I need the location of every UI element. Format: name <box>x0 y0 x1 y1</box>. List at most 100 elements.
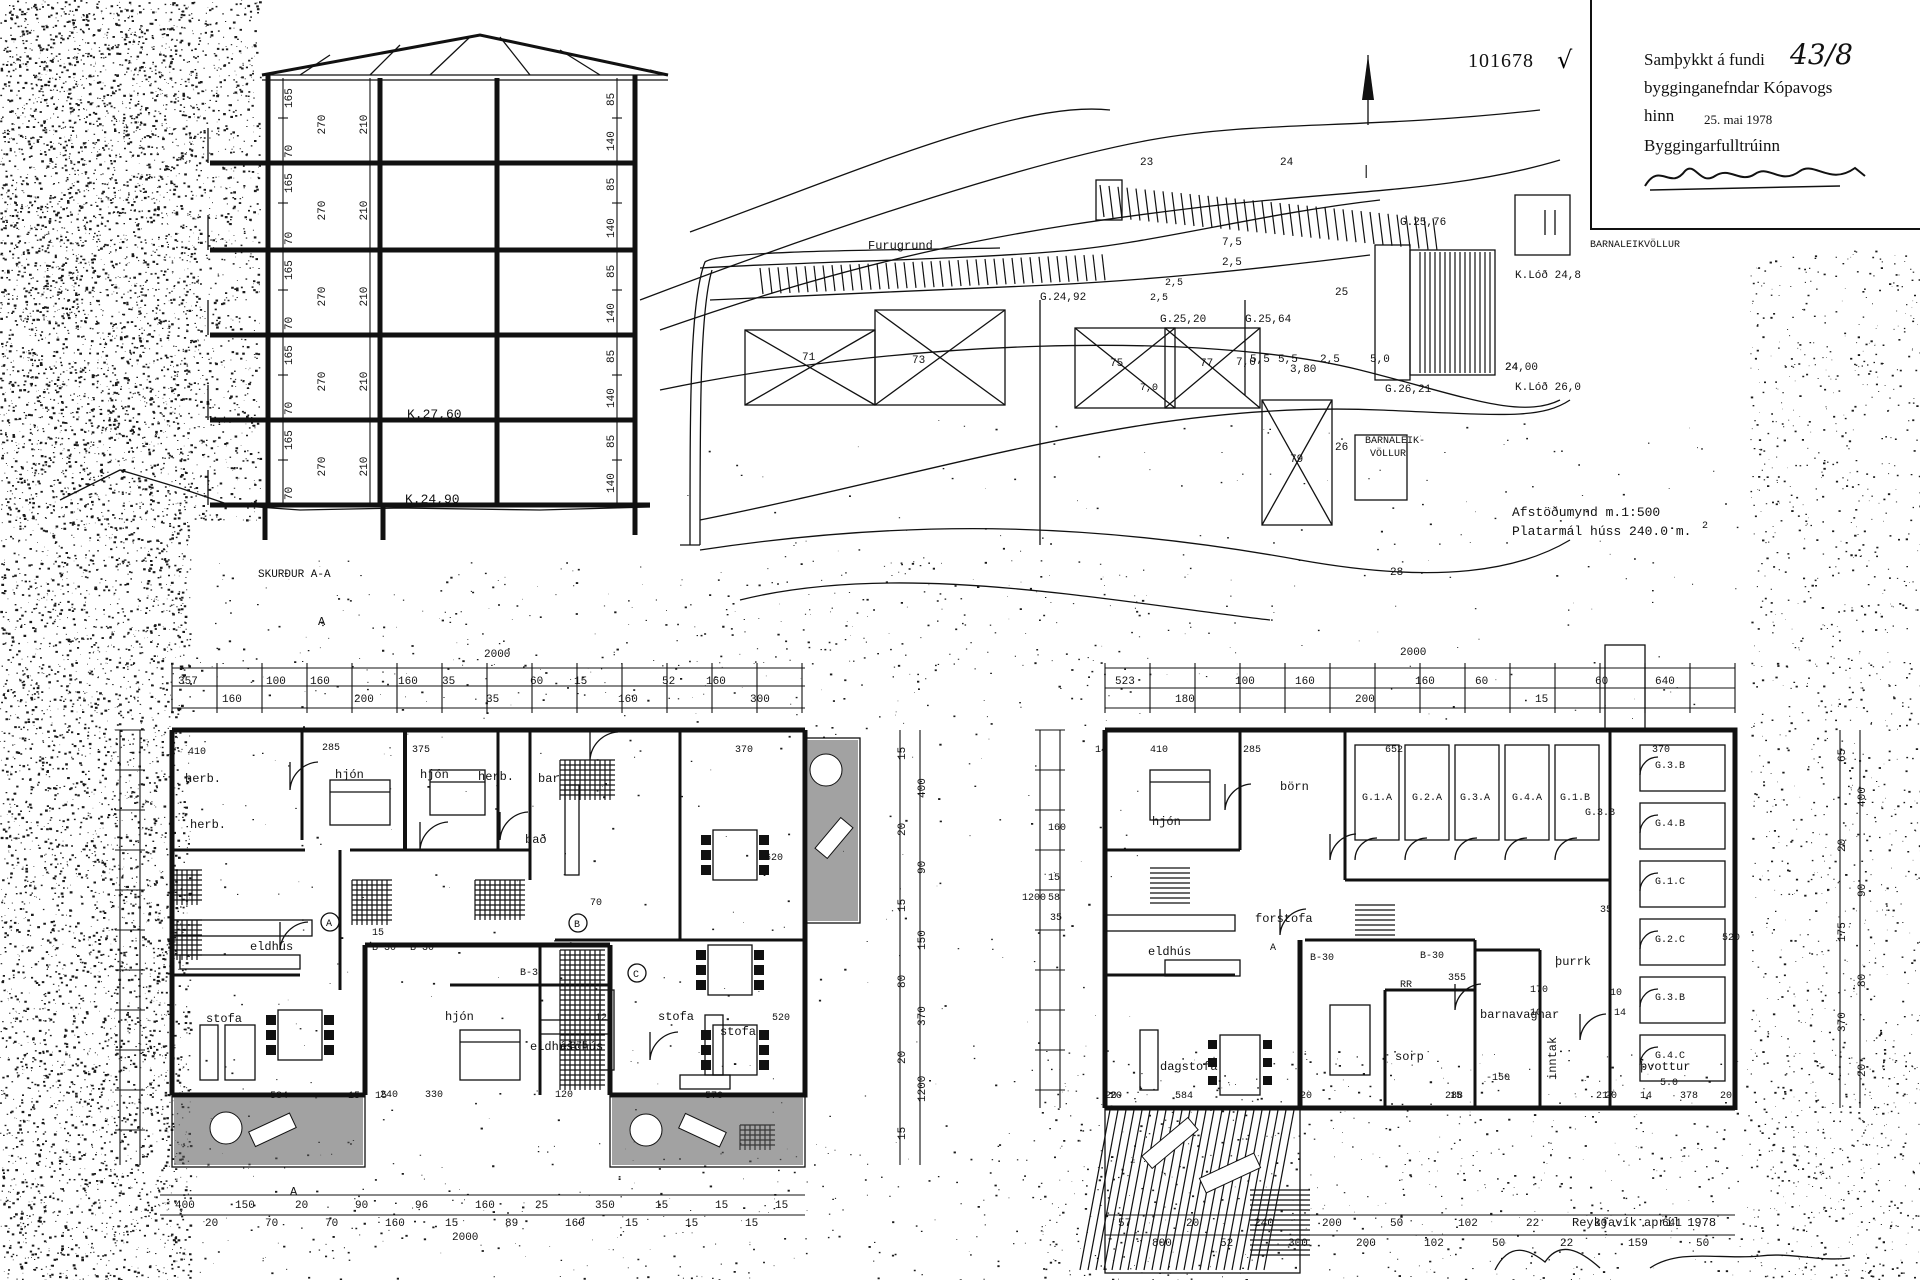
parking-stall-number: 77 <box>1200 358 1213 370</box>
upper-dim-top: 160 <box>398 676 418 688</box>
ground-room-label: þvottur <box>1640 1060 1690 1074</box>
ground-dim-bottom: 102 <box>1458 1218 1478 1230</box>
ground-dim-inner: 14 <box>1640 1091 1652 1102</box>
ground-mark: G.1.C <box>1655 877 1685 888</box>
section-dim-left: 165 <box>284 430 296 450</box>
ground-dim-top: 160 <box>1415 676 1435 688</box>
section-dim-right: 85 <box>606 178 618 191</box>
ground-room-label: inntak <box>1546 1037 1560 1080</box>
ground-dim-inner: 14 <box>1614 1008 1626 1019</box>
site-level-label: 3,80 <box>1290 364 1316 376</box>
upper-mark: B <box>574 920 580 931</box>
ground-dim-inner: 35 <box>1050 913 1062 924</box>
upper-dim-top: 160 <box>706 676 726 688</box>
ground-dim-top: 523 <box>1115 676 1135 688</box>
site-level-label: 5,5 <box>1278 354 1298 366</box>
upper-dim-inner: 375 <box>412 745 430 756</box>
upper-dim-inner: 570 <box>705 1091 723 1102</box>
ground-room-label: eldhús <box>1148 945 1191 959</box>
section-dim-side: 70 <box>284 145 296 158</box>
ground-dim-top: 100 <box>1235 676 1255 688</box>
upper-dim-top: 200 <box>354 694 374 706</box>
ground-dim-inner: 5.0 <box>1660 1078 1678 1089</box>
ground-dim-bottom: 20 <box>1186 1218 1199 1230</box>
ground-dim-bottom: 50 <box>1390 1218 1403 1230</box>
upper-dim-bottom: 96 <box>415 1200 428 1212</box>
upper-dim-top: 160 <box>222 694 242 706</box>
upper-dim-inner: 124 <box>595 1013 613 1024</box>
ground-dim-inner: 20 <box>1720 1091 1732 1102</box>
section-dim-left: 165 <box>284 173 296 193</box>
section-dim-right: 140 <box>606 303 618 323</box>
upper-dim-inner: 240 <box>380 1090 398 1101</box>
site-contour-label: 25 <box>1335 287 1348 299</box>
street-label: Furugrund <box>868 239 933 253</box>
upper-dim-bottom: 15 <box>715 1200 728 1212</box>
section-dim-left: 270 <box>317 372 329 392</box>
ground-dim-bottom: 50 <box>1492 1238 1505 1250</box>
upper-mark: B-30 <box>372 943 396 954</box>
section-level-top: K.27,60 <box>407 407 462 422</box>
site-level-label: 7,0 <box>1140 383 1158 394</box>
site-contour-label: 24 <box>1505 362 1519 374</box>
upper-dim-right: 20 <box>897 823 909 836</box>
upper-dim-top: 15 <box>574 676 587 688</box>
ground-dim-right: 370 <box>1837 1012 1849 1032</box>
ground-dim-inner: 15 <box>1048 873 1060 884</box>
playground-label-2: BARNALEIK- <box>1365 436 1425 447</box>
section-dim-right: 85 <box>606 350 618 363</box>
ground-dim-bottom: 240 <box>1254 1218 1274 1230</box>
approval-stamp <box>1590 0 1920 230</box>
stamp-signature <box>1644 166 1866 191</box>
upper-dim-top: 35 <box>442 676 455 688</box>
ground-dim-inner: 58 <box>1048 893 1060 904</box>
site-level-label: 24,00 <box>1505 362 1538 374</box>
stamp-line-1: Samþykkt á fundi <box>1644 50 1765 69</box>
ground-dim-inner: 355 <box>1448 973 1466 984</box>
upper-dim-right: 90 <box>917 861 929 874</box>
ground-mark: G.4.A <box>1512 793 1542 804</box>
section-dim-mid: 210 <box>359 372 371 392</box>
section-dim-mid: 210 <box>359 201 371 221</box>
upper-mark: A <box>326 919 332 930</box>
building-footprint-hatching <box>1419 252 1491 373</box>
section-dim-right: 140 <box>606 131 618 151</box>
section-dim-mid: 210 <box>359 287 371 307</box>
ground-dim-inner: 378 <box>1680 1091 1698 1102</box>
upper-dim-right: 1200 <box>917 1076 929 1102</box>
upper-dim-right: 20 <box>897 1051 909 1064</box>
ground-dim-bottom: 800 <box>1152 1238 1172 1250</box>
site-area-sup: 2 <box>1702 521 1708 532</box>
ground-dim-top: 180 <box>1175 694 1195 706</box>
upper-dim-bottom: 20 <box>205 1218 218 1230</box>
site-contour-label: 24 <box>1280 157 1294 169</box>
upper-dim-inner: 620 <box>765 853 783 864</box>
ground-dim-top: 640 <box>1655 676 1675 688</box>
section-dim-left: 165 <box>284 88 296 108</box>
site-contour-label: 23 <box>1140 157 1153 169</box>
ground-dim-inner: 288 <box>1445 1091 1463 1102</box>
upper-room-label: stofa <box>720 1025 756 1039</box>
ground-dim-inner: 15 <box>1450 1091 1462 1102</box>
ground-dim-inner: 170 <box>1530 985 1548 996</box>
upper-dim-inner: 15 <box>372 928 384 939</box>
ground-plan-detail <box>1035 663 1861 1274</box>
upper-room-label: eldhús <box>250 940 293 954</box>
ground-dim-right: 20 <box>1857 1064 1869 1077</box>
upper-room-label: hjón <box>335 768 364 782</box>
section-dim-left: 270 <box>317 201 329 221</box>
upper-plan-detail <box>115 663 921 1216</box>
ground-dim-top: 60 <box>1595 676 1608 688</box>
ground-mark: G.4.C <box>1655 1051 1685 1062</box>
ground-dim-inner: 370 <box>1652 745 1670 756</box>
ground-dim-bottom: 102 <box>1424 1238 1444 1250</box>
ground-mark: A <box>1270 943 1276 954</box>
ground-room-label: barnavagnar <box>1480 1008 1559 1022</box>
ground-dim-right: 90 <box>1857 884 1869 897</box>
upper-dim-right: 370 <box>917 1006 929 1026</box>
ground-dim-inner: 410 <box>1150 745 1168 756</box>
